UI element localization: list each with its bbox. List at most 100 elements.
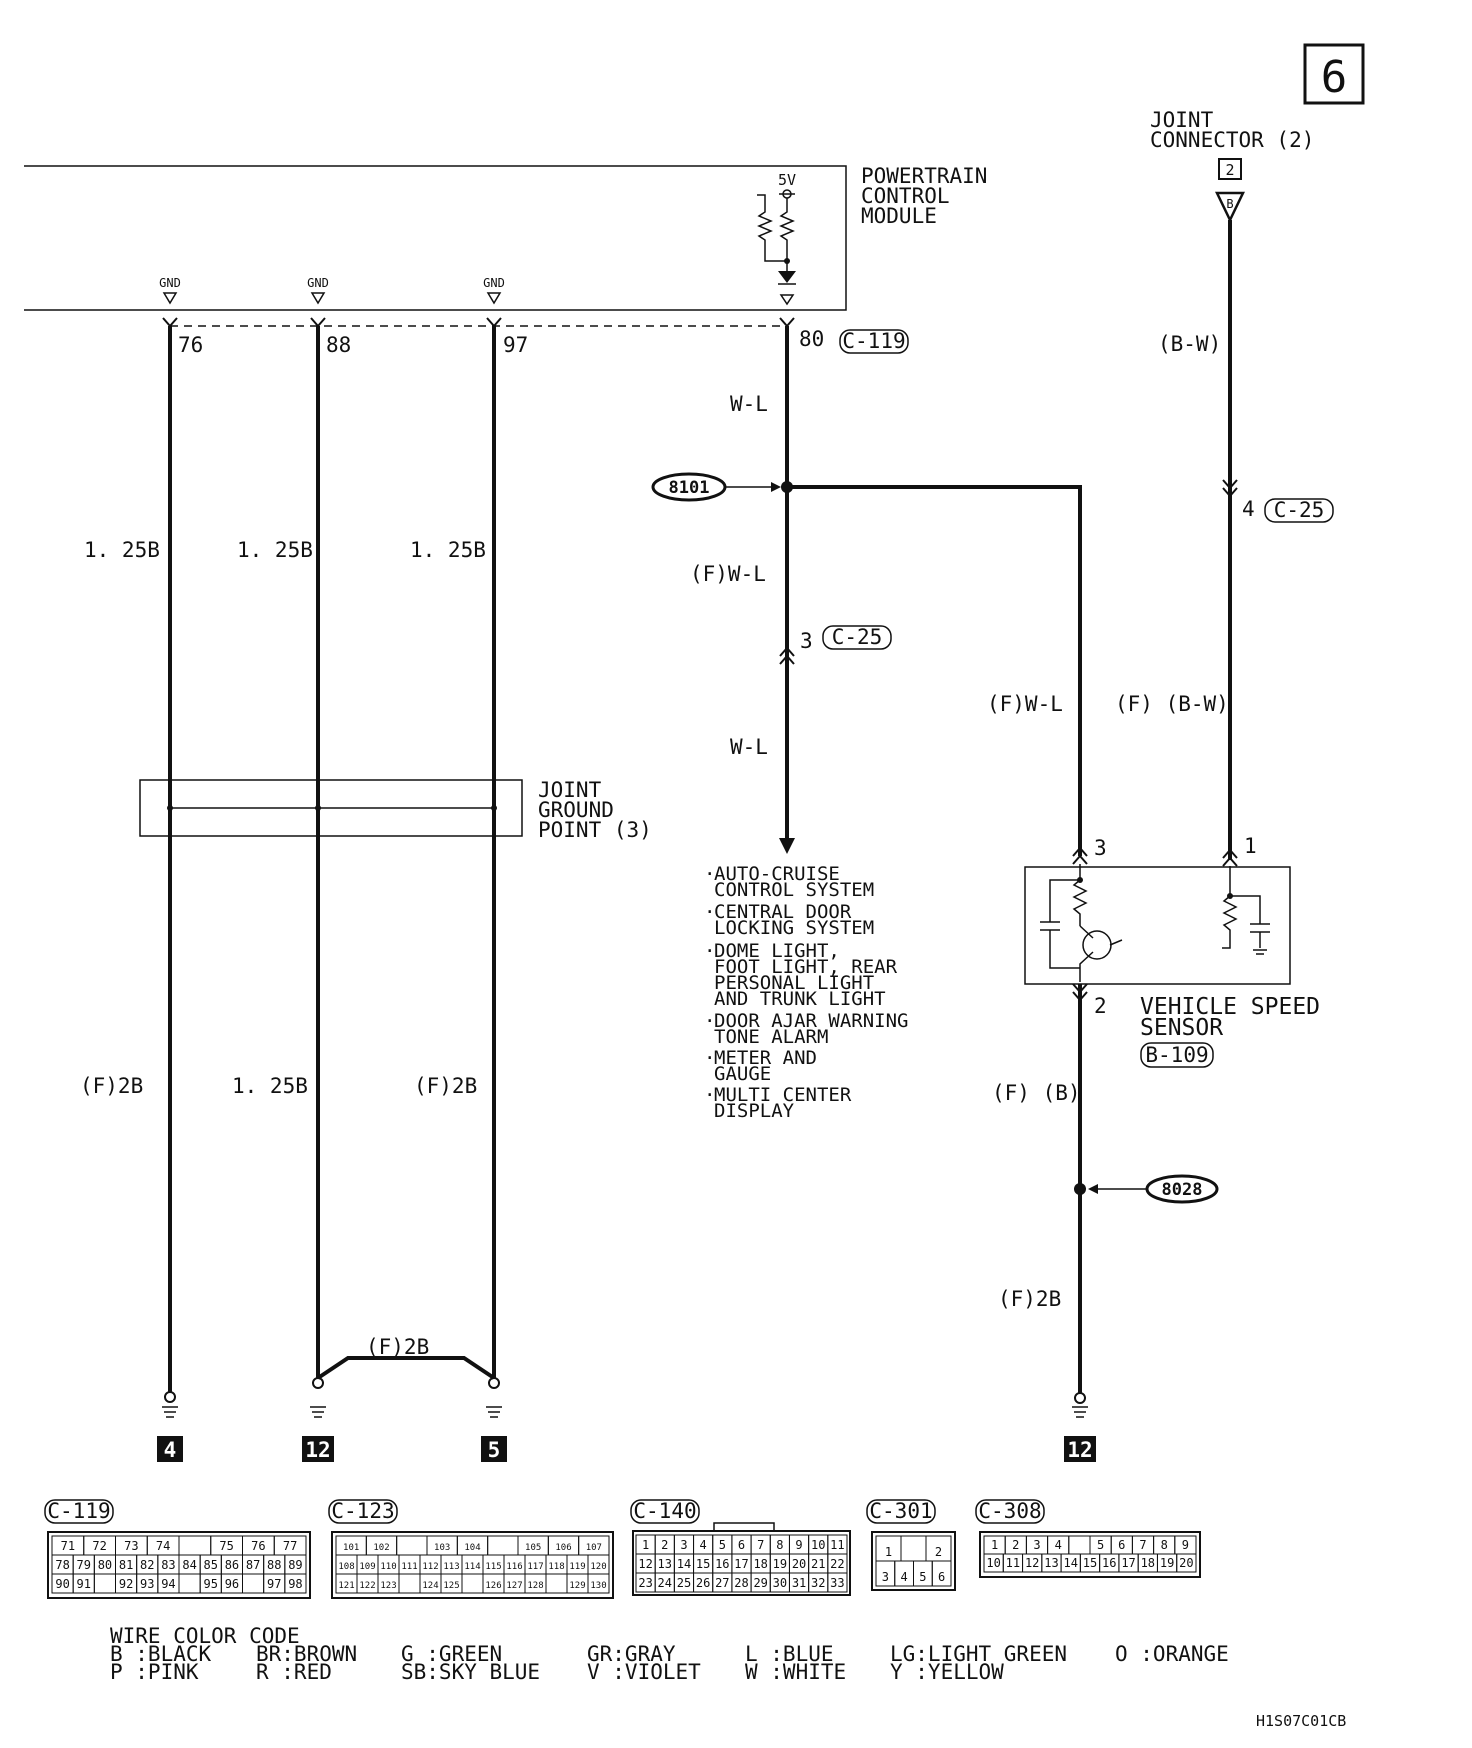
svg-text:·: · bbox=[704, 1010, 715, 1032]
connector-pin-number: 98 bbox=[288, 1577, 302, 1591]
connector-pin-number: 6 bbox=[1118, 1538, 1125, 1552]
joint-ground-label-1: JOINT bbox=[538, 778, 602, 802]
ground-wires: 76 88 97 1. 25B 1. 25B 1. 25B (F)2B 1. 2… bbox=[80, 317, 528, 1392]
connector-pin-number: 22 bbox=[830, 1557, 844, 1571]
connector-pin-cell bbox=[178, 1535, 212, 1556]
connector-pin-cell bbox=[587, 1573, 610, 1594]
ground-point-12b-label: 12 bbox=[1067, 1438, 1092, 1462]
connector-pin-number: 24 bbox=[658, 1576, 672, 1590]
document-code: H1S07C01CB bbox=[1256, 1712, 1346, 1730]
svg-text:·: · bbox=[704, 940, 715, 962]
connector-pin-number: 126 bbox=[485, 1581, 501, 1591]
destination-4: · DOOR AJAR WARNING TONE ALARM bbox=[704, 1010, 908, 1048]
connector-pin-number: 118 bbox=[548, 1562, 564, 1572]
connector-pin-number: 97 bbox=[267, 1577, 281, 1591]
connector-pin-number: 3 bbox=[680, 1538, 687, 1552]
connector-view-c119-title: C-119 bbox=[47, 1499, 110, 1523]
pcm-label-3: MODULE bbox=[861, 204, 937, 228]
connector-pin-number: 30 bbox=[773, 1576, 787, 1590]
connector-pin-number: 7 bbox=[1139, 1538, 1146, 1552]
connector-view-c301-title: C-301 bbox=[869, 1499, 932, 1523]
connector-pin-number: 76 bbox=[251, 1539, 265, 1553]
connector-pin-number: 108 bbox=[338, 1562, 354, 1572]
connector-view-c140-title: C-140 bbox=[633, 1499, 696, 1523]
pin-76: 76 bbox=[178, 333, 203, 357]
connector-c25-ref-a: C-25 bbox=[832, 625, 883, 649]
wire-97-lower: (F)2B bbox=[414, 1074, 477, 1098]
connector-pin-number: 101 bbox=[343, 1543, 359, 1553]
svg-text:AND TRUNK LIGHT: AND TRUNK LIGHT bbox=[714, 988, 886, 1010]
pin-97: 97 bbox=[503, 333, 528, 357]
connector-pin-number: 88 bbox=[267, 1558, 281, 1572]
connector-pin-number: 4 bbox=[901, 1570, 908, 1584]
connector-pin-number: 129 bbox=[569, 1581, 585, 1591]
destination-1: · AUTO-CRUISE CONTROL SYSTEM bbox=[704, 863, 874, 901]
splice-8101: 8101 bbox=[651, 472, 1082, 856]
connector-pin-number: 32 bbox=[811, 1576, 825, 1590]
vss-label-1: VEHICLE SPEED bbox=[1140, 994, 1320, 1020]
connector-pin-number: 13 bbox=[658, 1557, 672, 1571]
vss-pin-3: 3 bbox=[1094, 836, 1107, 860]
page-number-box: 6 bbox=[1303, 43, 1365, 105]
wire-wl-lower: W-L bbox=[730, 735, 768, 759]
legend-yellow: Y :YELLOW bbox=[890, 1660, 1004, 1684]
legend-sky-blue: SB:SKY BLUE bbox=[401, 1660, 540, 1684]
connector-pin-number: 1 bbox=[642, 1538, 649, 1552]
connector-pin-number: 18 bbox=[1141, 1556, 1155, 1570]
ground-symbol-12a: 12 bbox=[302, 1377, 334, 1462]
connector-pin-number: 2 bbox=[661, 1538, 668, 1552]
connector-pin-cell bbox=[398, 1573, 421, 1594]
svg-text:DOME LIGHT,: DOME LIGHT, bbox=[714, 940, 840, 962]
connector-pin-number: 121 bbox=[338, 1581, 354, 1591]
connector-pin-number: 4 bbox=[700, 1538, 707, 1552]
connector-pin-cell bbox=[242, 1573, 265, 1594]
pin-88: 88 bbox=[326, 333, 351, 357]
svg-text:MULTI CENTER: MULTI CENTER bbox=[714, 1084, 852, 1106]
connector-pin-number: 8 bbox=[776, 1538, 783, 1552]
connector-view-c123-title: C-123 bbox=[331, 1499, 394, 1523]
wire-b-w: (B-W) 4 C-25 (F) (B-W) (F)W-L bbox=[987, 220, 1334, 860]
connector-pin-cell bbox=[1176, 1553, 1197, 1573]
gnd-labels: GND GND GND bbox=[159, 276, 505, 290]
ground-symbol-5: 5 bbox=[481, 1377, 507, 1462]
connector-pin-number: 14 bbox=[1064, 1556, 1078, 1570]
connector-pin-number: 17 bbox=[1121, 1556, 1135, 1570]
c25-pin-3: 3 bbox=[800, 629, 813, 653]
connector-pin-number: 4 bbox=[1055, 1538, 1062, 1552]
connector-pin-number: 12 bbox=[1025, 1556, 1039, 1570]
wire-bridge: (F)2B bbox=[366, 1335, 429, 1359]
joint-connector-label-1: JOINT bbox=[1150, 108, 1214, 132]
legend-green: G :GREEN bbox=[401, 1642, 502, 1666]
connector-pin-number: 91 bbox=[77, 1577, 91, 1591]
svg-text:·: · bbox=[704, 863, 715, 885]
connector-pin-number: 9 bbox=[1182, 1538, 1189, 1552]
connector-pin-number: 11 bbox=[830, 1538, 844, 1552]
wire-97-upper: 1. 25B bbox=[410, 538, 486, 562]
connector-pin-number: 104 bbox=[464, 1543, 480, 1553]
connector-pin-number: 124 bbox=[422, 1581, 438, 1591]
splice-8101-label: 8101 bbox=[669, 478, 710, 498]
wire-76-lower: (F)2B bbox=[80, 1074, 143, 1098]
connector-pin-number: 1 bbox=[885, 1545, 892, 1559]
connector-pin-cell bbox=[1068, 1535, 1091, 1555]
wire-vss-ground: (F)2B bbox=[998, 1287, 1061, 1311]
connector-view-c308-title: C-308 bbox=[978, 1499, 1041, 1523]
pcm-supply-label: 5V bbox=[778, 171, 796, 189]
svg-text:CENTRAL DOOR: CENTRAL DOOR bbox=[714, 901, 852, 923]
connector-pin-number: 115 bbox=[485, 1562, 501, 1572]
connector-pin-number: 19 bbox=[1160, 1556, 1174, 1570]
connector-c119-ref: C-119 bbox=[842, 329, 905, 353]
pin-80: 80 bbox=[799, 327, 824, 351]
vss-pin-2: 2 bbox=[1094, 994, 1107, 1018]
wire-wl-mid: (F)W-L bbox=[690, 562, 766, 586]
vehicle-speed-sensor: 3 1 2 VEHICLE SPEED SENSOR B-109 (F) (B)… bbox=[992, 834, 1320, 1393]
connector-pin-number: 114 bbox=[464, 1562, 480, 1572]
connector-pin-number: 77 bbox=[283, 1539, 297, 1553]
wire-wl-upper: W-L bbox=[730, 392, 768, 416]
connector-pin-number: 3 bbox=[1033, 1538, 1040, 1552]
connector-pin-number: 113 bbox=[443, 1562, 459, 1572]
connector-pin-number: 73 bbox=[124, 1539, 138, 1553]
